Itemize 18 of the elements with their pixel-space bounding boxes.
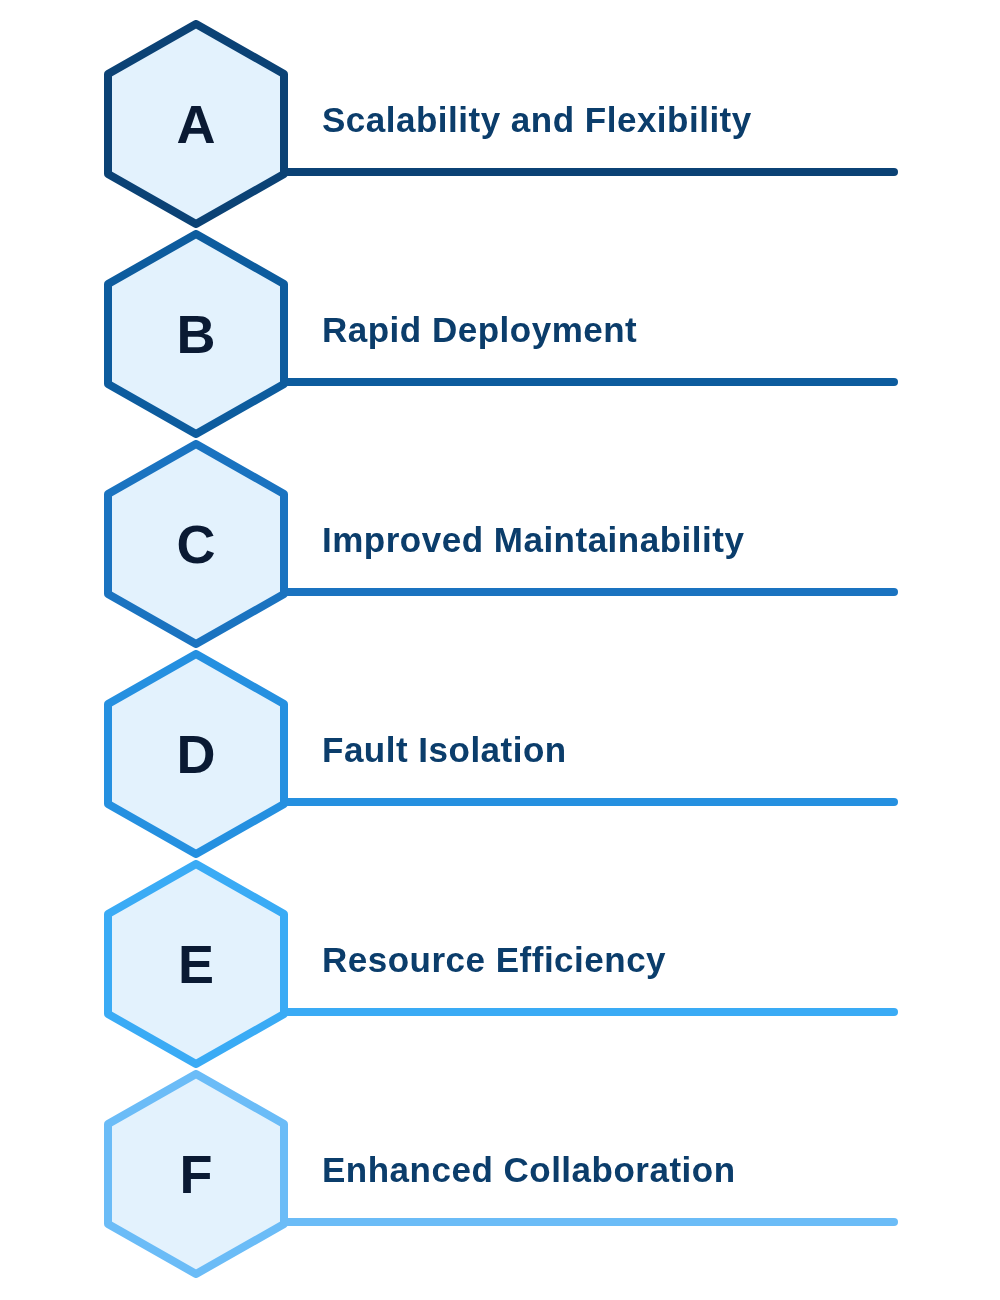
hexagon-badge xyxy=(104,440,288,648)
letter-label: D xyxy=(176,727,216,781)
item-heading: Scalability and Flexibility xyxy=(322,100,752,140)
item-heading: Rapid Deployment xyxy=(322,310,638,350)
letter-label: A xyxy=(176,97,216,151)
item-heading: Enhanced Collaboration xyxy=(322,1150,736,1190)
hexagon-badge xyxy=(104,650,288,858)
hexagon-badge xyxy=(104,1070,288,1278)
letter-label: E xyxy=(178,937,214,991)
hexagon-badge xyxy=(104,230,288,438)
letter-label: B xyxy=(176,307,216,361)
letter-label: F xyxy=(179,1147,213,1201)
letter-label: C xyxy=(176,517,216,571)
item-heading: Resource Efficiency xyxy=(322,940,667,980)
item-heading: Fault Isolation xyxy=(322,730,567,770)
hexagon-badge xyxy=(104,860,288,1068)
item-heading: Improved Maintainability xyxy=(322,520,745,560)
hexagon-badge xyxy=(104,20,288,228)
